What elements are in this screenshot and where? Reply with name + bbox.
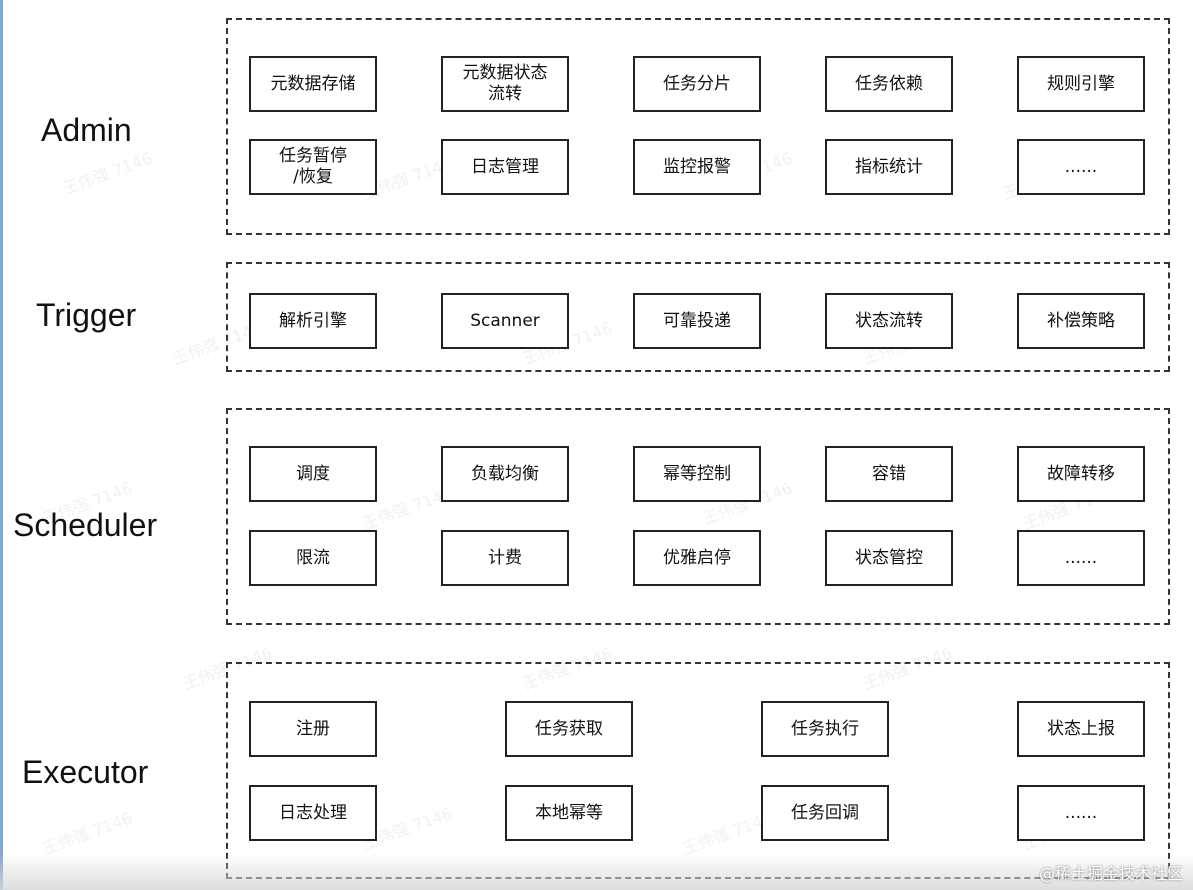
executor-box: 注册 [249,701,377,757]
executor-box: 任务获取 [505,701,633,757]
admin-box: ...... [1017,139,1145,195]
scheduler-box: 容错 [825,446,953,502]
admin-box: 监控报警 [633,139,761,195]
scheduler-box: 状态管控 [825,530,953,586]
admin-layer-label: Admin [41,112,132,148]
trigger-box: 补偿策略 [1017,293,1145,349]
watermark: 王伟强 7146 [60,148,155,199]
scheduler-box: 优雅启停 [633,530,761,586]
bottom-shade [0,854,1193,890]
admin-box: 指标统计 [825,139,953,195]
scheduler-layer-panel [226,408,1170,625]
admin-box: 任务暂停 /恢复 [249,139,377,195]
scheduler-box: 幂等控制 [633,446,761,502]
trigger-layer-label: Trigger [36,297,137,333]
executor-box: 任务回调 [761,785,889,841]
admin-layer-panel [226,18,1170,235]
executor-box: 任务执行 [761,701,889,757]
executor-box: 状态上报 [1017,701,1145,757]
trigger-box: 解析引擎 [249,293,377,349]
executor-layer-label: Executor [22,754,149,790]
scheduler-box: 调度 [249,446,377,502]
executor-box: 日志处理 [249,785,377,841]
trigger-layer-panel [226,262,1170,372]
admin-box: 任务依赖 [825,56,953,112]
scheduler-box: 负载均衡 [441,446,569,502]
scheduler-box: 限流 [249,530,377,586]
admin-box: 任务分片 [633,56,761,112]
scheduler-box: 计费 [441,530,569,586]
admin-box: 元数据存储 [249,56,377,112]
trigger-box: Scanner [441,293,569,349]
footer-credit: @稀土掘金技术社区 [1038,864,1183,883]
admin-box: 规则引擎 [1017,56,1145,112]
executor-layer-panel [226,662,1170,879]
admin-box: 日志管理 [441,139,569,195]
scheduler-layer-label: Scheduler [13,507,158,543]
scheduler-box: 故障转移 [1017,446,1145,502]
admin-box: 元数据状态 流转 [441,56,569,112]
executor-box: ...... [1017,785,1145,841]
window-left-edge [0,0,3,890]
trigger-box: 可靠投递 [633,293,761,349]
trigger-box: 状态流转 [825,293,953,349]
executor-box: 本地幂等 [505,785,633,841]
watermark: 王伟强 7146 [40,808,135,859]
scheduler-box: ...... [1017,530,1145,586]
